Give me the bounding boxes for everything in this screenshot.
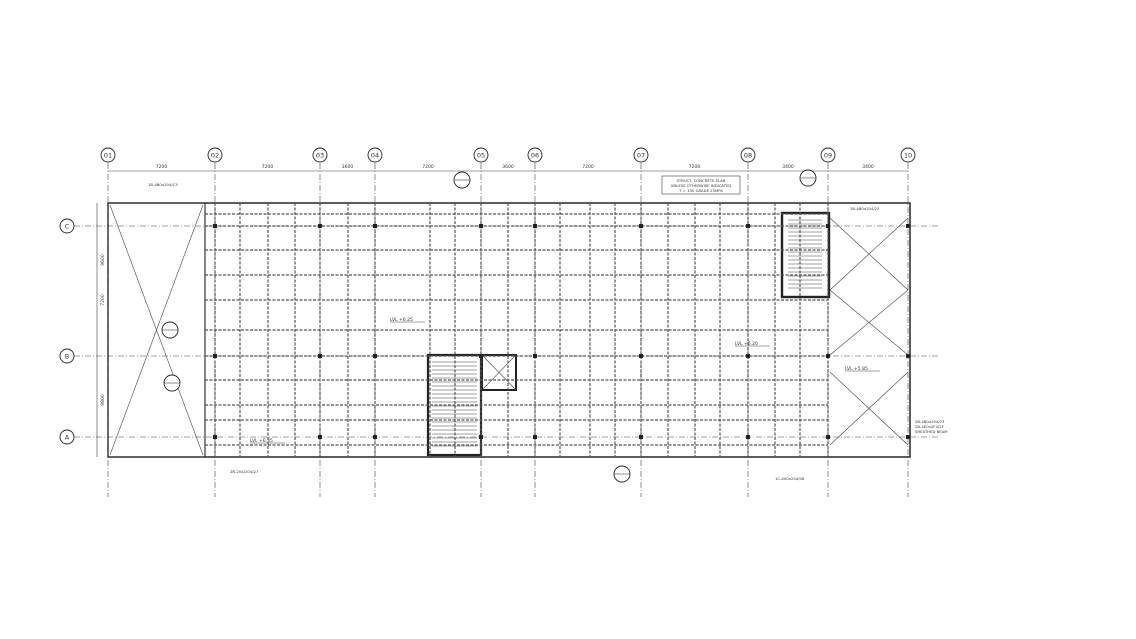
callout-text: SHEATHED BEAM [915, 429, 948, 434]
dimension-label: 3600 [502, 164, 514, 170]
beam-tag: 1B-4B0x204/C3 [148, 182, 178, 187]
grid-bubble [100, 147, 116, 163]
column [746, 435, 750, 439]
level-tag: LVL +5.85 [845, 366, 868, 372]
grid-label-col: 10 [904, 152, 912, 160]
stair-core-2 [780, 211, 831, 299]
column [906, 224, 910, 228]
column [318, 354, 322, 358]
column [746, 224, 750, 228]
column [479, 224, 483, 228]
dimension-label: 7200 [262, 164, 274, 170]
grid-bubble [59, 218, 75, 234]
grid-label-col: 09 [824, 152, 832, 160]
column [213, 354, 217, 358]
column [639, 435, 643, 439]
void-cross-right [829, 217, 909, 446]
grid-label-col: 06 [531, 152, 539, 160]
grid-label-col: 02 [211, 152, 219, 160]
column [826, 224, 830, 228]
grid-bubble [59, 348, 75, 364]
grid-bubble [900, 147, 916, 163]
grid-label-col: 07 [637, 152, 645, 160]
grid-bubble [367, 147, 383, 163]
callout-text: 2B-4B0x204/23 [915, 419, 945, 424]
note-text: T = 150 GRADE 25MPa [678, 188, 722, 193]
dimension-label: 9600 [100, 254, 106, 266]
grid-label-col: 04 [371, 152, 379, 160]
grid-label-row: B [65, 353, 69, 361]
level-tag: LVL +6.20 [735, 341, 758, 347]
dimension-label: 3600 [342, 164, 354, 170]
dimension-label: 7200 [582, 164, 594, 170]
grid-bubble [59, 429, 75, 445]
grid-label-col: 08 [744, 152, 752, 160]
beam-tag: 1B-4B0x204/25 [850, 206, 880, 211]
void-diagonal [109, 204, 204, 456]
dimension-label: 7200 [156, 164, 168, 170]
column [906, 354, 910, 358]
level-tag: LVL +6.25 [390, 317, 413, 323]
grid-bubble [473, 147, 489, 163]
grid-bubble [633, 147, 649, 163]
dimension-label: 7200 [422, 164, 434, 170]
column [746, 354, 750, 358]
grid-label-col: 05 [477, 152, 485, 160]
note-text: STRUCT. CONCRETE SLAB [677, 178, 726, 183]
column [826, 354, 830, 358]
grid-bubble [312, 147, 328, 163]
note-box [661, 175, 741, 195]
grid-bubble [207, 147, 223, 163]
dimension-label: 3400 [862, 164, 874, 170]
column [826, 435, 830, 439]
column [318, 435, 322, 439]
column [479, 354, 483, 358]
column [639, 224, 643, 228]
grid-bubble [527, 147, 543, 163]
column [318, 224, 322, 228]
column [213, 224, 217, 228]
callout-text: 2B-4E0x2F4/2F [915, 424, 944, 429]
grid-label-col: 01 [104, 152, 112, 160]
dimension-label: 3400 [782, 164, 794, 170]
column [639, 354, 643, 358]
grid-label-row: C [65, 223, 70, 231]
column [533, 435, 537, 439]
note-text: UNLESS OTHERWISE INDICATED [671, 183, 732, 188]
column [213, 435, 217, 439]
dimension-label: 7200 [100, 294, 106, 306]
column [533, 354, 537, 358]
grid-label-row: A [65, 434, 70, 442]
grid-bubble [740, 147, 756, 163]
column [373, 224, 377, 228]
lift-cross [481, 354, 517, 391]
column [373, 435, 377, 439]
grid-label-col: 03 [316, 152, 324, 160]
beam-tag: 2B-204/204/27 [230, 469, 259, 474]
column [906, 435, 910, 439]
grid-bubble [820, 147, 836, 163]
column [533, 224, 537, 228]
lift-shaft [481, 354, 517, 391]
column [373, 354, 377, 358]
dimension-label: 7200 [689, 164, 701, 170]
dimension-label: 9800 [100, 394, 106, 406]
beam-tag: 1C-400x204/08 [775, 476, 805, 481]
column [479, 435, 483, 439]
level-tag: LVL +6.35 [250, 438, 273, 444]
